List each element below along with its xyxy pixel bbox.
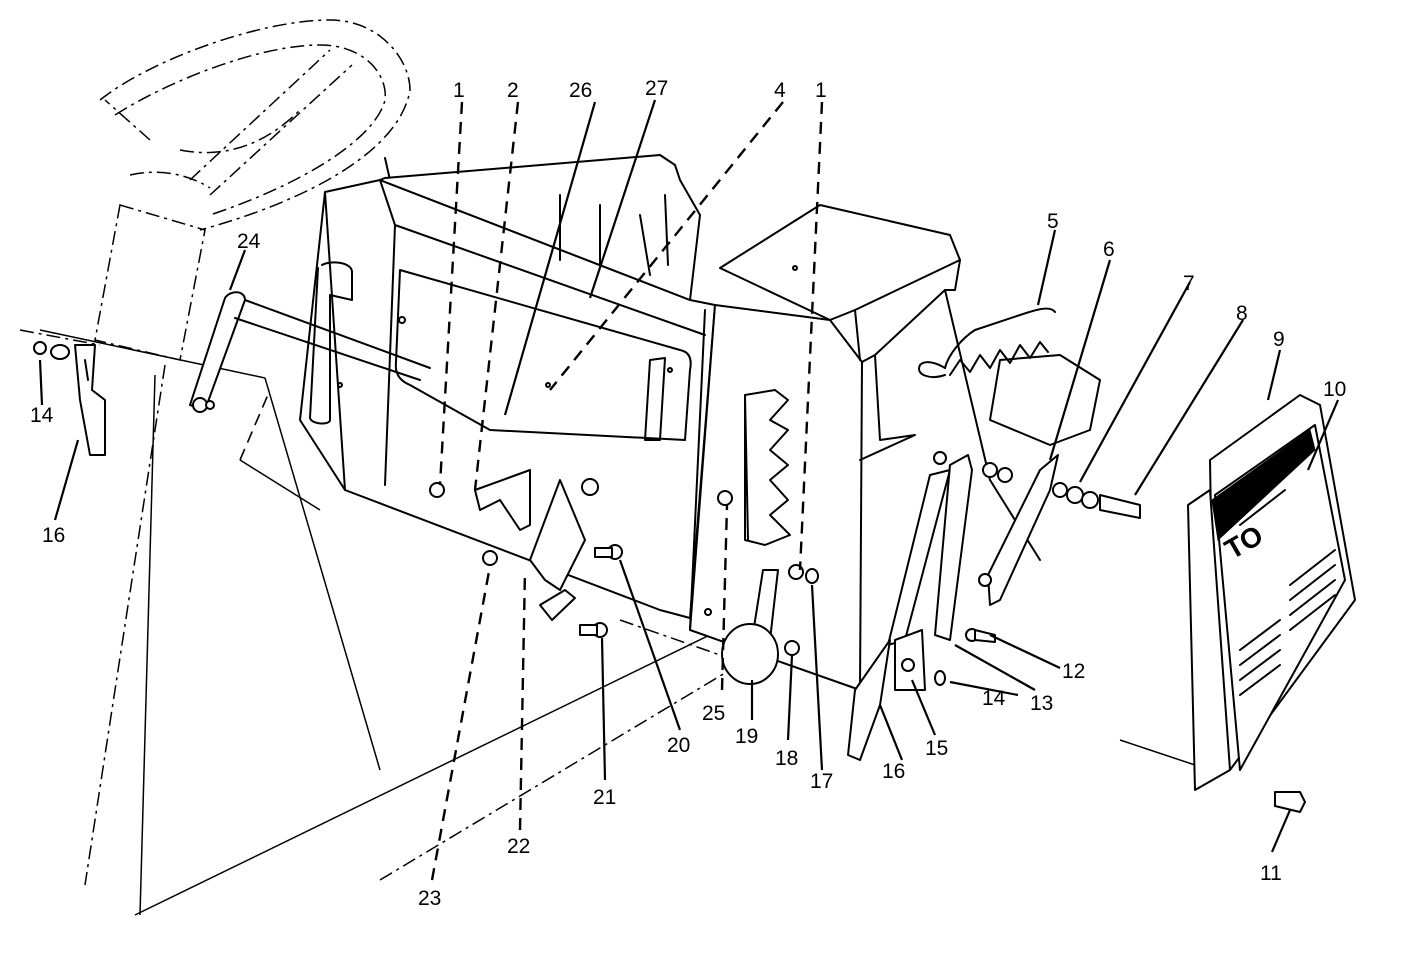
callouts: 1 2 26 27 4 1 5 6 7 8 9 10 24 14 16 12 1… (30, 77, 1346, 910)
callout-24: 24 (237, 230, 261, 253)
callout-1-left: 1 (453, 79, 465, 102)
callout-16-right: 16 (882, 760, 905, 783)
leader-lines (38, 99, 1340, 881)
spring-assembly (918, 307, 1056, 378)
dash-tower-phantom (39, 329, 731, 916)
callout-5: 5 (1047, 210, 1059, 233)
callout-14-right: 14 (982, 687, 1006, 710)
callout-6: 6 (1103, 238, 1115, 261)
callout-14-left: 14 (30, 404, 54, 427)
callout-23: 23 (418, 887, 441, 910)
callout-25: 25 (702, 702, 725, 725)
callout-9: 9 (1273, 328, 1285, 351)
callout-20: 20 (667, 734, 690, 757)
rear-panel: TO (1119, 394, 1356, 813)
console-housing (299, 154, 716, 619)
lever-brackets (847, 451, 1141, 761)
right-housing (689, 204, 1101, 691)
callout-1-right: 1 (815, 79, 827, 102)
center-hardware (429, 382, 819, 656)
callout-17: 17 (810, 770, 833, 793)
callout-10: 10 (1323, 378, 1346, 401)
callout-27: 27 (645, 77, 668, 100)
callout-19: 19 (735, 725, 758, 748)
callout-2: 2 (507, 79, 519, 102)
steering-wheel-phantom (19, 19, 411, 886)
callout-15: 15 (925, 737, 948, 760)
callout-8: 8 (1236, 302, 1248, 325)
callout-21: 21 (593, 786, 616, 809)
callout-18: 18 (775, 747, 798, 770)
callout-12: 12 (1062, 660, 1085, 683)
callout-16-left: 16 (42, 524, 65, 547)
callout-11: 11 (1260, 862, 1282, 885)
left-hardware (33, 291, 431, 456)
callout-26: 26 (569, 79, 592, 102)
callout-22: 22 (507, 835, 530, 858)
callout-7: 7 (1183, 272, 1195, 295)
shift-lever (721, 569, 779, 685)
callout-4: 4 (774, 79, 786, 102)
callout-13: 13 (1030, 692, 1053, 715)
